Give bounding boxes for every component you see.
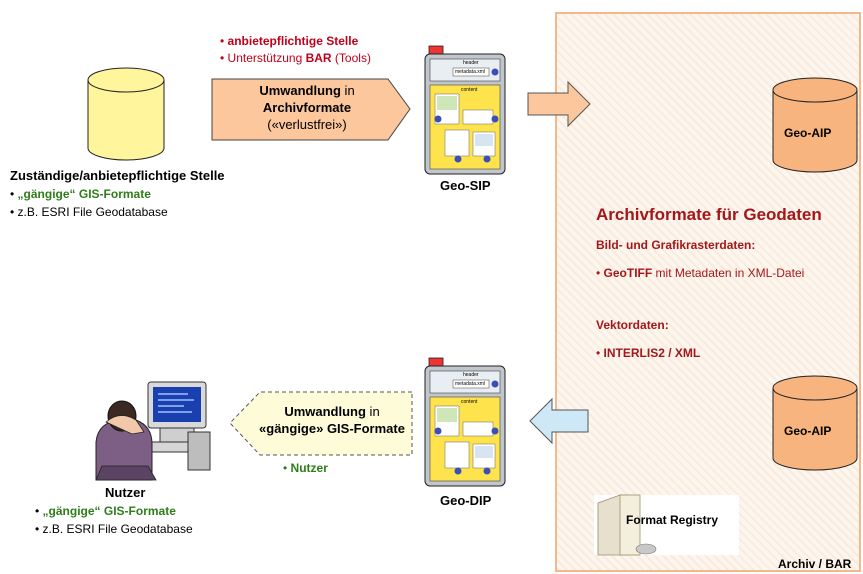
conversion-arrow-bottom <box>229 391 413 456</box>
sip-header-label: header <box>463 60 479 66</box>
archive-item-geotiff: • GeoTIFF mit Metadaten in XML-Datei <box>596 266 805 280</box>
note-unterstuetzung: • Unterstützung BAR (Tools) <box>220 51 371 65</box>
sip-metadata-label: metadata.xml <box>455 69 486 75</box>
format-registry-label: Format Registry <box>626 513 719 527</box>
source-title: Zuständige/anbietepflichtige Stelle <box>10 168 225 183</box>
note-2-prefix: Unterstützung <box>227 51 306 65</box>
top-arrow-line1-bold: Umwandlung <box>259 83 341 98</box>
dip-label: Geo-DIP <box>440 493 492 508</box>
aip-top-label: Geo-AIP <box>784 126 832 140</box>
archive-item-geotiff-rest: mit Metadaten in XML-Datei <box>652 266 805 280</box>
archive-heading: Archivformate für Geodaten <box>596 205 822 224</box>
user-bullet-2: • z.B. ESRI File Geodatabase <box>35 522 193 536</box>
ingest-arrow <box>527 80 591 128</box>
dip-content-label: content <box>461 399 478 405</box>
note-2-suffix: (Tools) <box>331 51 371 65</box>
user-bullet-2-text: z.B. ESRI File Geodatabase <box>42 522 193 536</box>
bottom-arrow-line2: «gängige» GIS-Formate <box>259 421 405 436</box>
user-title: Nutzer <box>105 485 146 500</box>
conversion-arrow-top <box>211 78 411 141</box>
access-arrow <box>529 397 589 445</box>
aip-cylinder-top <box>772 77 858 173</box>
note-2-bold: BAR <box>305 51 332 65</box>
note-nutzer: • Nutzer <box>283 461 328 475</box>
archive-item-interlis-text: INTERLIS2 / XML <box>603 346 701 360</box>
dip-header-label: header <box>463 372 479 378</box>
archive-label: Archiv / BAR <box>778 557 852 571</box>
sip-content-label: content <box>461 87 478 93</box>
top-arrow-text: Umwandlung in Archivformate («verlustfre… <box>212 82 402 133</box>
aip-bottom-label: Geo-AIP <box>784 424 832 438</box>
top-arrow-line2: Archivformate <box>262 100 352 115</box>
archive-item-geotiff-bold: GeoTIFF <box>603 266 653 280</box>
source-bullet-1: • „gängige“ GIS-Formate <box>10 187 151 201</box>
archive-sub-raster: Bild- und Grafikrasterdaten: <box>596 238 756 252</box>
source-bullet-2: • z.B. ESRI File Geodatabase <box>10 205 168 219</box>
bottom-arrow-text: Umwandlung in «gängige» GIS-Formate <box>252 403 412 437</box>
source-bullet-2-text: z.B. ESRI File Geodatabase <box>17 205 168 219</box>
note-nutzer-text: Nutzer <box>290 461 328 475</box>
source-bullet-1-text: „gängige“ GIS-Formate <box>17 187 151 201</box>
user-illustration <box>95 381 211 481</box>
user-bullet-1: • „gängige“ GIS-Formate <box>35 504 176 518</box>
sip-label: Geo-SIP <box>440 178 491 193</box>
bottom-arrow-line1-bold: Umwandlung <box>284 404 366 419</box>
format-registry-box-icon <box>594 494 739 556</box>
note-1-text: anbietepflichtige Stelle <box>227 34 359 48</box>
top-arrow-line1-rest: in <box>340 83 355 98</box>
dip-metadata-label: metadata.xml <box>455 381 486 387</box>
top-arrow-line3: («verlustfrei») <box>267 117 347 132</box>
archive-item-interlis: • INTERLIS2 / XML <box>596 346 701 360</box>
bottom-arrow-line1-rest: in <box>365 404 380 419</box>
note-anbietepflichtige-stelle: • anbietepflichtige Stelle <box>220 34 359 48</box>
sip-package-icon <box>424 45 506 175</box>
source-database-cylinder <box>87 67 165 161</box>
dip-package-icon <box>424 357 506 487</box>
aip-cylinder-bottom <box>772 375 858 471</box>
archive-sub-vector: Vektordaten: <box>596 318 669 332</box>
user-bullet-1-text: „gängige“ GIS-Formate <box>42 504 176 518</box>
